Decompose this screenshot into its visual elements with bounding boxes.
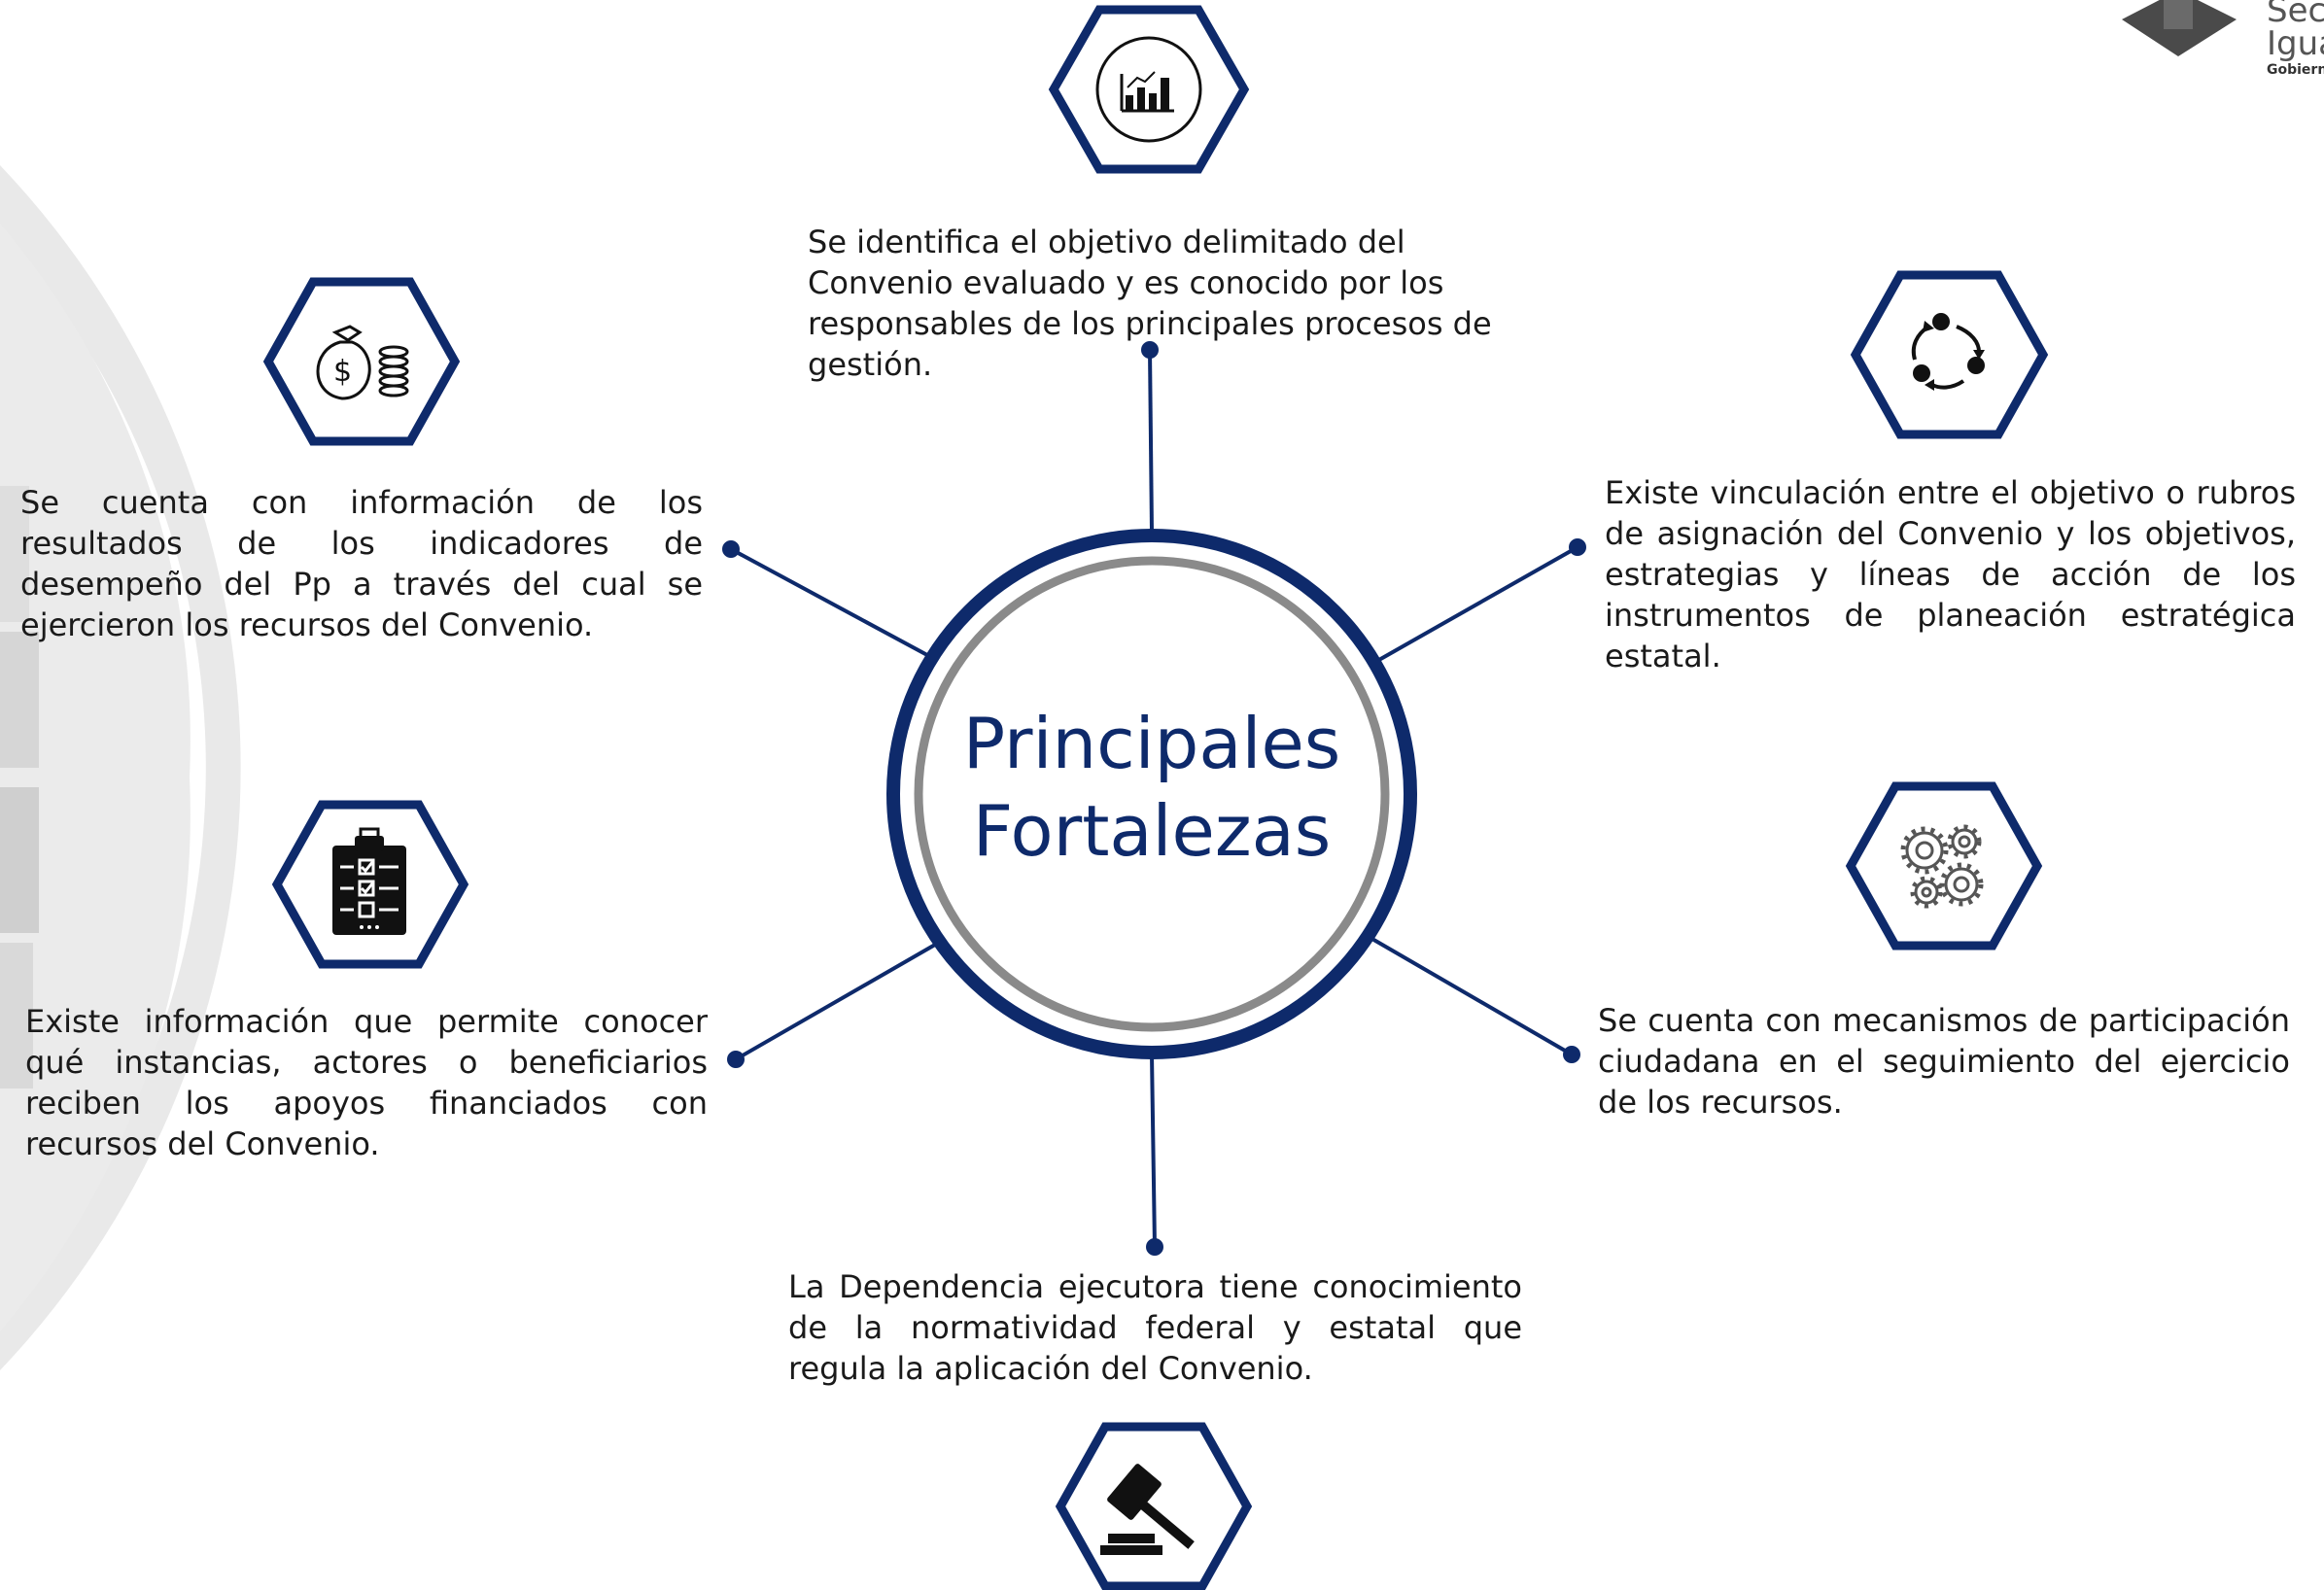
checklist-clipboard-icon (332, 827, 406, 935)
connector-lower-right (1369, 936, 1574, 1056)
connector-dot-top (1141, 341, 1159, 359)
connector-upper-left (730, 547, 928, 657)
connector-top (1148, 349, 1154, 534)
connector-upper-right (1376, 545, 1578, 663)
connector-dot-bottom (1146, 1238, 1163, 1256)
connector-dot-upper-left (722, 540, 740, 558)
connector-lower-left (735, 943, 936, 1061)
bar-chart-icon (1095, 36, 1202, 143)
gavel-icon (1100, 1464, 1195, 1555)
background-decoration (0, 165, 241, 1370)
center-circle (886, 529, 1417, 1059)
logo-line2: Igua (2267, 24, 2324, 63)
text-lower-right: Se cuenta con mecanismos de participació… (1598, 1002, 2290, 1121)
connector-dot-lower-right (1563, 1046, 1580, 1063)
cycle-arrows-icon (1911, 313, 1985, 391)
money-bag-coins-icon: $ (316, 325, 409, 400)
text-bottom: La Dependencia ejecutora tiene conocimie… (788, 1268, 1522, 1387)
text-upper-right: Existe vinculación entre el objetivo o r… (1605, 474, 2296, 674)
hexagon-upper-left (262, 277, 461, 446)
center-title-line1: Principales (962, 703, 1341, 784)
connector-dot-lower-left (727, 1051, 745, 1068)
text-top: Se identifica el objetivo delimitado del… (808, 224, 1492, 383)
hexagon-bottom (1055, 1422, 1253, 1590)
text-lower-left: Existe información que permite conocer q… (25, 1003, 708, 1162)
hexagon-upper-right (1850, 270, 2049, 439)
center-title-line2: Fortalezas (972, 790, 1332, 872)
connector-dot-upper-right (1569, 538, 1586, 556)
government-logo (2122, 0, 2237, 56)
svg-text:$: $ (333, 355, 352, 389)
logo-line1: Secr (2267, 0, 2324, 30)
hexagon-top (1048, 5, 1250, 174)
connectors (722, 341, 1586, 1256)
gears-icon (1900, 824, 1984, 909)
connector-bottom (1150, 1054, 1157, 1248)
logo-line3: Gobiern (2267, 62, 2324, 78)
logo-text: Secr Igua Gobiern (2267, 0, 2324, 80)
text-upper-left: Se cuenta con información de los resulta… (20, 484, 703, 643)
center-title: Principales Fortalezas (855, 700, 1448, 875)
hexagon-lower-right (1845, 781, 2043, 951)
